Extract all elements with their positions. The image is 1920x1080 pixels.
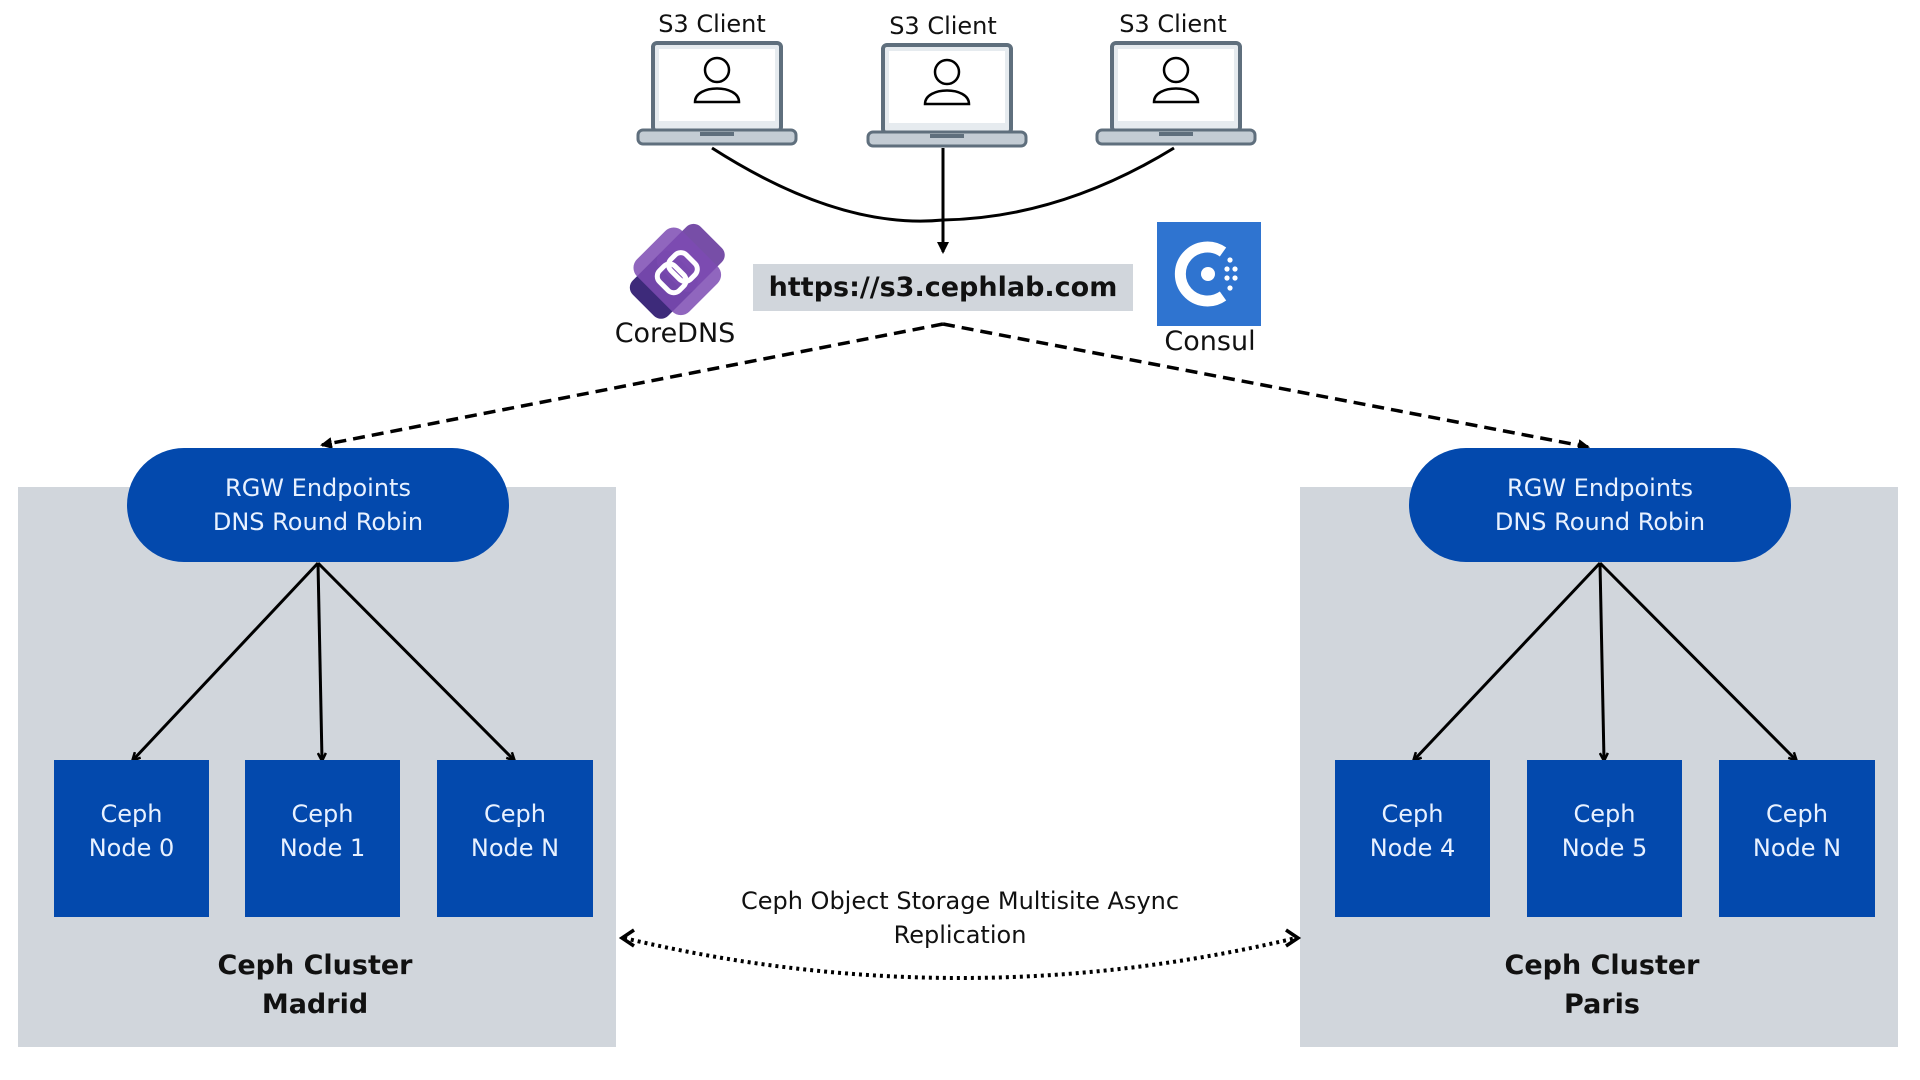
node-line1: Ceph: [291, 799, 354, 828]
cluster-name-line2: Madrid: [261, 989, 369, 1020]
endpoint-url-text: https://s3.cephlab.com: [768, 272, 1118, 303]
ceph-node: Ceph Node 0: [54, 760, 209, 917]
rgw-endpoints-paris: RGW Endpoints DNS Round Robin: [1409, 448, 1791, 562]
coredns-logo-icon: [629, 223, 725, 319]
rgw-line1: RGW Endpoints: [1507, 474, 1693, 502]
client-label: S3 Client: [889, 12, 997, 40]
laptop-user-icon: [636, 41, 798, 146]
cluster-name-line2: Paris: [1564, 989, 1640, 1020]
node-line1: Ceph: [484, 799, 546, 828]
cluster-name-line1: Ceph Cluster: [217, 950, 413, 981]
ceph-node: Ceph Node 1: [245, 760, 400, 917]
node-line1: Ceph: [1766, 799, 1828, 828]
rgw-line2: DNS Round Robin: [212, 508, 424, 536]
rgw-to-nodeN-madrid: [316, 561, 514, 760]
cluster-name-line1: Ceph Cluster: [1504, 950, 1700, 981]
ceph-node: Ceph Node 5: [1527, 760, 1682, 917]
node-line2: Node N: [470, 833, 560, 862]
node-line2: Node 4: [1369, 833, 1456, 862]
client-label: S3 Client: [1119, 10, 1227, 38]
laptop-user-icon: [1095, 41, 1257, 146]
rgw-to-node5: [1598, 562, 1604, 760]
dns-to-paris-connector: [942, 322, 1590, 452]
replication-line1: Ceph Object Storage Multisite Async: [740, 887, 1180, 915]
node-line2: Node 0: [88, 833, 175, 862]
ceph-node: Ceph Node N: [437, 760, 593, 917]
ceph-node: Ceph Node 4: [1335, 760, 1490, 917]
cluster-name-paris: Ceph Cluster Paris: [1457, 946, 1747, 1024]
node-line1: Ceph: [1381, 799, 1444, 828]
rgw-to-nodeN-paris: [1598, 561, 1796, 760]
endpoint-url: https://s3.cephlab.com: [753, 264, 1133, 311]
rgw-to-node1: [316, 562, 322, 760]
replication-line2: Replication: [893, 921, 1027, 949]
rgw-line1: RGW Endpoints: [225, 474, 411, 502]
client-label: S3 Client: [658, 10, 766, 38]
rgw-to-node4: [1414, 561, 1602, 760]
node-line2: Node 1: [279, 833, 366, 862]
rgw-to-node0: [133, 561, 320, 760]
node-line2: Node N: [1752, 833, 1842, 862]
rgw-endpoints-madrid: RGW Endpoints DNS Round Robin: [127, 448, 509, 562]
rgw-line2: DNS Round Robin: [1494, 508, 1706, 536]
node-line2: Node 5: [1561, 833, 1648, 862]
consul-logo-icon: [1157, 222, 1261, 326]
coredns-label: CoreDNS: [614, 318, 736, 349]
ceph-node: Ceph Node N: [1719, 760, 1875, 917]
node-line1: Ceph: [100, 799, 163, 828]
replication-label: Ceph Object Storage Multisite Async Repl…: [680, 884, 1240, 952]
cluster-name-madrid: Ceph Cluster Madrid: [170, 946, 460, 1024]
laptop-user-icon: [866, 43, 1028, 148]
consul-label: Consul: [1164, 326, 1256, 357]
node-line1: Ceph: [1573, 799, 1636, 828]
dns-to-madrid-connector: [320, 322, 944, 449]
